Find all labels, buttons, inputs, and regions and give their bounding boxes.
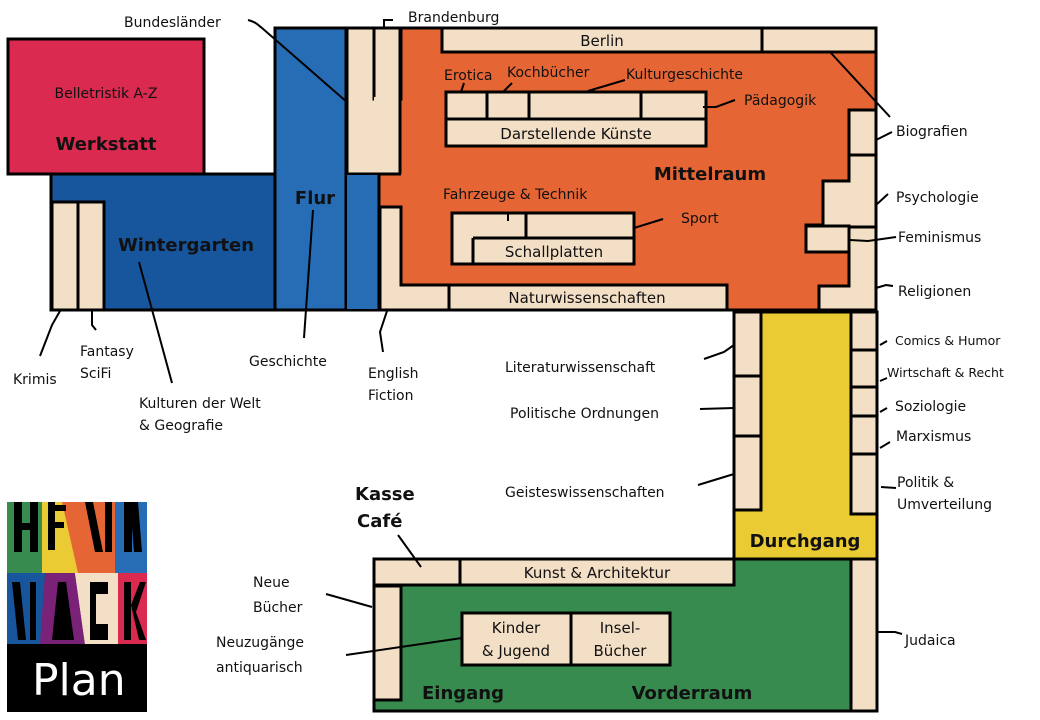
label-comics: Comics & Humor: [895, 333, 1001, 348]
shelf-krimis[interactable]: [50, 200, 80, 312]
werkstatt-title: Werkstatt: [56, 134, 157, 155]
room-wintergarten[interactable]: Wintergarten: [49, 172, 277, 312]
shelf-berlin-label: Berlin: [580, 32, 624, 50]
room-werkstatt[interactable]: Belletristik A-Z Werkstatt: [6, 37, 206, 176]
label-fiction: Fiction: [368, 388, 413, 404]
shelf-darstellende-label: Darstellende Künste: [500, 125, 651, 143]
label-fahrzeuge: Fahrzeuge & Technik: [443, 187, 588, 203]
shelf-soziologie[interactable]: [849, 385, 879, 418]
flur-title: Flur: [295, 188, 335, 209]
durchgang-title: Durchgang: [750, 531, 861, 552]
shelf-feminismus[interactable]: [804, 224, 851, 254]
label-neue-2: Bücher: [253, 600, 303, 616]
external-labels: Bundesländer Brandenburg Erotica Kochbüc…: [13, 10, 1004, 676]
shelf-politische-ordnungen[interactable]: [732, 374, 763, 438]
label-psychologie: Psychologie: [896, 190, 979, 206]
label-fantasy: Fantasy: [80, 344, 134, 360]
eingang-title: Eingang: [422, 683, 504, 704]
room-durchgang[interactable]: Durchgang: [732, 310, 879, 561]
label-literaturwissenschaft: Literaturwissenschaft: [505, 360, 656, 376]
leader-lines: [39, 19, 903, 656]
label-scifi: SciFi: [80, 366, 111, 382]
label-wirtschaft: Wirtschaft & Recht: [887, 365, 1004, 380]
label-politische-ordnungen: Politische Ordnungen: [510, 406, 659, 422]
shelf-wirtschaft[interactable]: [849, 348, 879, 389]
cafe-title: Café: [357, 511, 402, 532]
label-religionen: Religionen: [898, 284, 971, 300]
shelf-comics[interactable]: [849, 310, 879, 352]
label-soziologie: Soziologie: [895, 399, 966, 415]
shelf-naturwissenschaften[interactable]: [378, 205, 729, 312]
label-politik-2: Umverteilung: [897, 497, 992, 513]
label-geisteswissenschaften: Geisteswissenschaften: [505, 485, 665, 501]
label-biografien: Biografien: [896, 124, 968, 140]
label-krimis: Krimis: [13, 372, 57, 388]
shelf-geisteswissenschaften[interactable]: [732, 434, 763, 512]
shelf-fantasy-scifi[interactable]: [76, 200, 106, 312]
label-kochbuecher: Kochbücher: [507, 65, 590, 81]
label-kulturen-1: Kulturen der Welt: [139, 396, 261, 412]
label-kulturgeschichte: Kulturgeschichte: [626, 67, 743, 83]
shelf-berlin[interactable]: [440, 26, 878, 54]
label-brandenburg: Brandenburg: [408, 10, 499, 26]
vorderraum-title: Vorderraum: [632, 683, 753, 704]
label-neue-1: Neue: [253, 575, 290, 591]
logo-plan-box: [7, 644, 147, 712]
label-judaica: Judaica: [904, 633, 956, 649]
shelf-brandenburg[interactable]: [372, 26, 403, 101]
label-erotica: Erotica: [444, 68, 493, 84]
logo-plan-text: Plan: [32, 655, 126, 706]
shelf-naturwissenschaften-label: Naturwissenschaften: [508, 289, 665, 307]
kinder-label-1: Kinder: [492, 619, 541, 637]
shelf-politik[interactable]: [849, 452, 879, 516]
label-marxismus: Marxismus: [896, 429, 971, 445]
logo-mosaic: [7, 502, 147, 644]
mittelraum-title: Mittelraum: [654, 164, 766, 185]
label-kulturen-2: & Geografie: [139, 418, 223, 434]
label-sport: Sport: [681, 211, 719, 227]
label-geschichte: Geschichte: [249, 354, 327, 370]
wintergarten-title: Wintergarten: [118, 235, 254, 256]
shelf-kunst-label: Kunst & Architektur: [524, 564, 671, 582]
label-neuzugaenge-1: Neuzugänge: [216, 635, 304, 651]
shelf-schallplatten-label: Schallplatten: [505, 243, 603, 261]
werkstatt-subtitle: Belletristik A-Z: [55, 86, 158, 102]
label-neuzugaenge-2: antiquarisch: [216, 660, 303, 676]
label-paedagogik: Pädagogik: [744, 93, 817, 109]
room-vorderraum[interactable]: Kunst & Architektur Kinder & Jugend Inse…: [372, 557, 879, 713]
label-feminismus: Feminismus: [898, 230, 981, 246]
room-mittelraum[interactable]: Berlin Darstellende Künste Schallplatten…: [344, 26, 878, 312]
insel-label-2: Bücher: [594, 642, 648, 660]
label-politik-1: Politik &: [897, 475, 954, 491]
shelf-judaica[interactable]: [849, 557, 879, 713]
shelf-neue-buecher[interactable]: [372, 584, 403, 702]
logo: Plan: [7, 502, 147, 712]
kasse-title: Kasse: [355, 484, 415, 505]
label-bundeslaender: Bundesländer: [124, 15, 221, 31]
shelf-literaturwissenschaft[interactable]: [732, 310, 763, 378]
insel-label-1: Insel-: [600, 619, 641, 637]
shelf-kunst[interactable]: [372, 557, 736, 587]
kinder-label-2: & Jugend: [482, 642, 550, 660]
table-insel[interactable]: [569, 611, 672, 667]
label-english: English: [368, 366, 419, 382]
shelf-marxismus[interactable]: [849, 414, 879, 456]
